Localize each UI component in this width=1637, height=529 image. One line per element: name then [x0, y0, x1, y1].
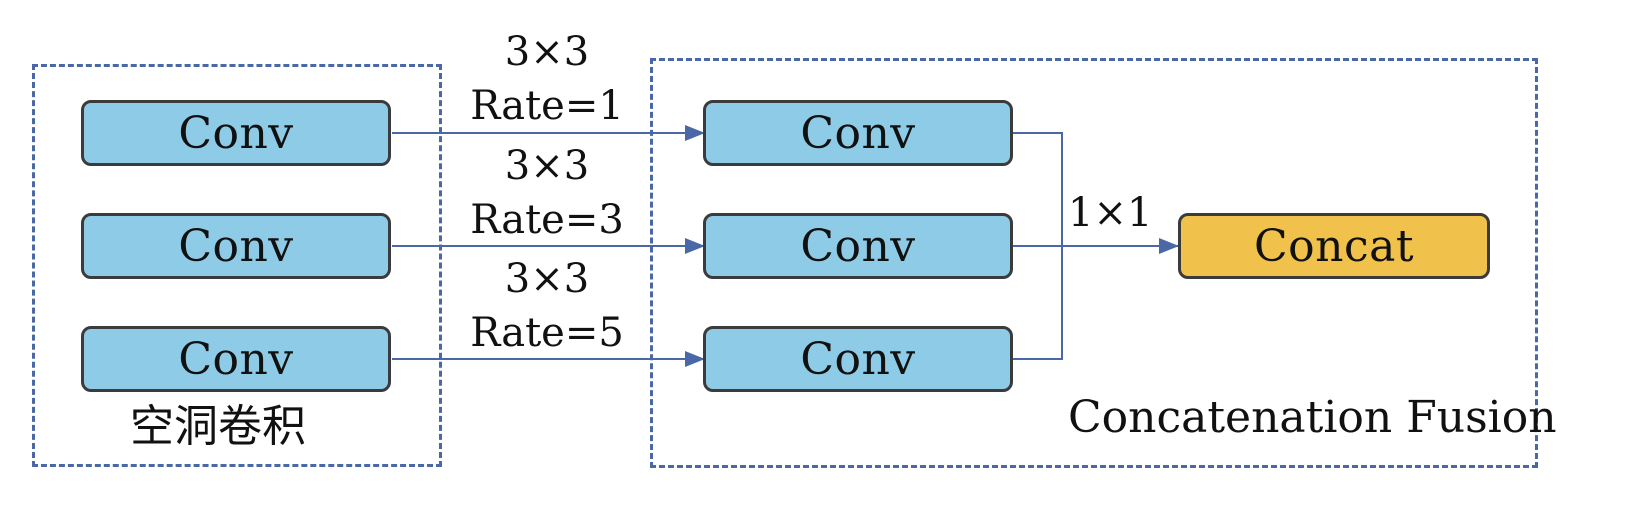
edge-1-rate-label: Rate=1 [470, 83, 624, 129]
dilated-conv-group [32, 64, 442, 467]
edge-2-kernel-label: 3×3 [504, 143, 590, 189]
fusion-kernel-label: 1×1 [1068, 190, 1153, 236]
edge-3-rate-label: Rate=5 [470, 310, 624, 356]
merge-line-bottom [1013, 246, 1063, 360]
dilated-conv-group-title: 空洞卷积 [130, 401, 306, 452]
merge-line-top [1013, 132, 1063, 246]
concatenation-fusion-group-title: Concatenation Fusion [1068, 392, 1557, 443]
right-conv-node-2: Conv [703, 213, 1013, 279]
concatenation-fusion-group [650, 58, 1538, 468]
left-conv-node-3: Conv [81, 326, 391, 392]
edge-1-kernel-label: 3×3 [504, 29, 590, 75]
right-conv-node-1: Conv [703, 100, 1013, 166]
right-conv-node-3: Conv [703, 326, 1013, 392]
edge-3-kernel-label: 3×3 [504, 256, 590, 302]
left-conv-node-1: Conv [81, 100, 391, 166]
left-conv-node-2: Conv [81, 213, 391, 279]
concat-node: Concat [1178, 213, 1490, 279]
edge-2-rate-label: Rate=3 [470, 197, 624, 243]
